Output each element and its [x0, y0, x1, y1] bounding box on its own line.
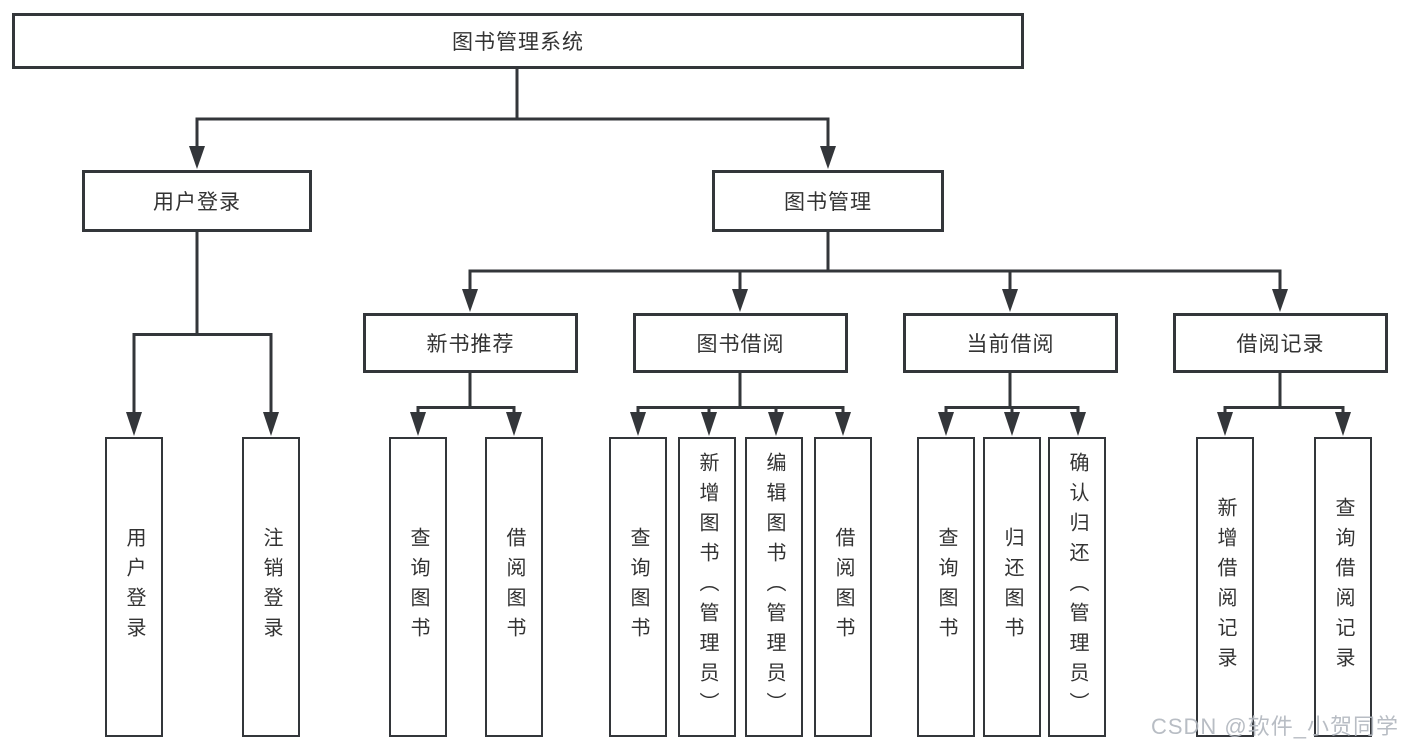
csdn-watermark: CSDN @软件_小贺同学	[1150, 714, 1399, 739]
node-new-book-recommendation: 新书推荐	[363, 313, 578, 373]
node-library-management-system: 图书管理系统	[12, 13, 1024, 69]
node-leaf-confirm-return-admin: 确认归还（管理员）	[1048, 437, 1106, 737]
node-leaf-query-books-current: 查询图书	[917, 437, 975, 737]
node-leaf-query-books-borrow: 查询图书	[609, 437, 667, 737]
node-book-management: 图书管理	[712, 170, 944, 232]
node-user-login: 用户登录	[82, 170, 312, 232]
node-leaf-query-books-recommend: 查询图书	[389, 437, 447, 737]
node-leaf-logout: 注销登录	[242, 437, 300, 737]
node-current-borrowing: 当前借阅	[903, 313, 1118, 373]
node-leaf-borrow-books: 借阅图书	[814, 437, 872, 737]
node-leaf-user-login: 用户登录	[105, 437, 163, 737]
node-leaf-return-books: 归还图书	[983, 437, 1041, 737]
node-book-borrowing: 图书借阅	[633, 313, 848, 373]
node-leaf-query-borrow-record: 查询借阅记录	[1314, 437, 1372, 737]
node-leaf-add-borrow-record: 新增借阅记录	[1196, 437, 1254, 737]
node-leaf-add-books-admin: 新增图书（管理员）	[678, 437, 736, 737]
node-leaf-edit-books-admin: 编辑图书（管理员）	[745, 437, 803, 737]
arrowheads	[126, 146, 1351, 436]
node-borrowing-records: 借阅记录	[1173, 313, 1388, 373]
node-leaf-borrow-books-recommend: 借阅图书	[485, 437, 543, 737]
